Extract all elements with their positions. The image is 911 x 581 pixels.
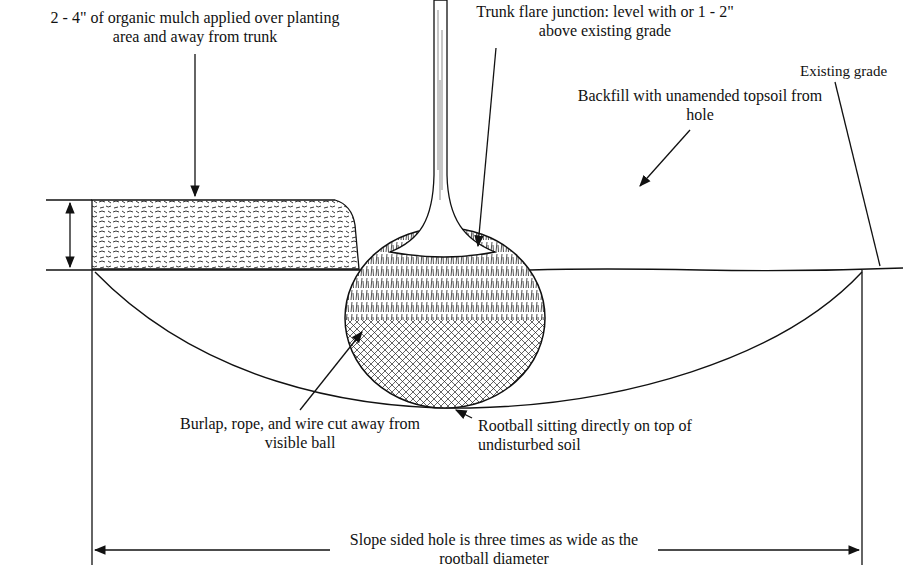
rootball-note: Rootball sitting directly on top of undi… — [478, 416, 708, 454]
mulch-note: 2 - 4" of organic mulch applied over pla… — [45, 8, 345, 46]
burlap-note: Burlap, rope, and wire cut away from vis… — [180, 414, 420, 452]
tree-trunk — [390, 0, 495, 257]
mulch-layer — [92, 200, 359, 269]
leader-arrows — [195, 48, 880, 418]
mulch-dimension — [46, 200, 92, 270]
trunk-flare-note: Trunk flare junction: level with or 1 - … — [470, 2, 740, 40]
grade-label: Existing grade — [800, 62, 887, 80]
backfill-note: Backfill with unamended topsoil from hol… — [565, 86, 835, 124]
hole-width-note: Slope sided hole is three times as wide … — [330, 530, 658, 568]
